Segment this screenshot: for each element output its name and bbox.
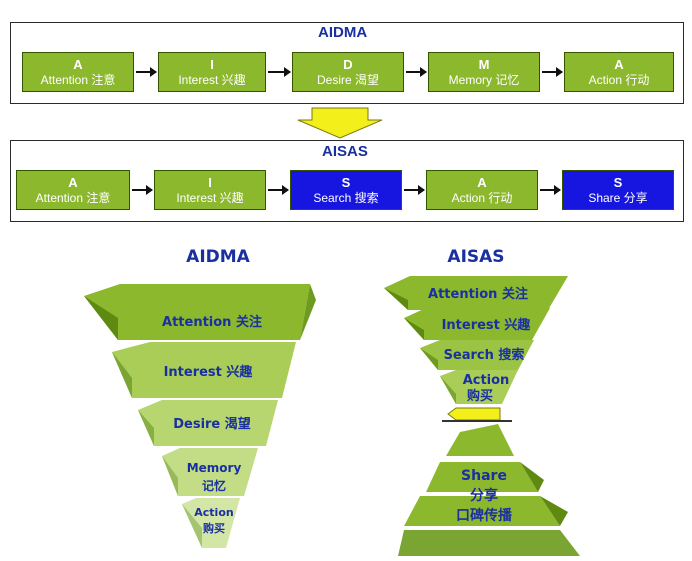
step-label: Action 行动 [588,72,650,87]
step-label: Share 分享 [588,190,648,205]
aisas-label-action: Action [463,373,510,388]
aidma-level-action [182,498,240,548]
step-letter: D [343,56,353,72]
step-letter: A [477,174,487,190]
aisas-step-search: S Search 搜索 [290,170,402,210]
flow-arrow [404,185,425,195]
step-letter: S [341,174,351,190]
aisas-label-share-cn: 分享 [470,487,498,504]
aidma-step-interest: I Interest 兴趣 [158,52,266,92]
aisas-level-interest [404,308,550,340]
flow-arrow [540,185,561,195]
aidma-level-desire [138,400,278,446]
aidma-level-memory [162,448,258,496]
aisas-step-action: A Action 行动 [426,170,538,210]
aidma-level-attention [84,284,316,340]
aidma-level-interest [112,342,296,398]
aidma-step-attention: A Attention 注意 [22,52,134,92]
flow-arrow [132,185,153,195]
aidma-flow-title: AIDMA [318,24,368,41]
flow-arrow [268,185,289,195]
step-label: Search 搜索 [313,190,379,205]
flow-arrow [268,67,291,77]
aidma-step-memory: M Memory 记忆 [428,52,540,92]
aidma-label-memory: Memory [187,461,242,475]
aidma-step-action: A Action 行动 [564,52,674,92]
aisas-step-attention: A Attention 注意 [16,170,130,210]
step-letter: S [613,174,623,190]
step-letter: A [614,56,624,72]
aisas-level-base [398,530,580,556]
flow-arrow [542,67,563,77]
step-letter: I [208,174,212,190]
aisas-flow-title: AISAS [322,143,368,160]
aisas-level-share [426,462,544,492]
flow-arrow [406,67,427,77]
aidma-funnel-title: AIDMA [186,247,251,267]
aidma-label-desire: Desire 渴望 [173,416,251,432]
step-label: Action 行动 [451,190,513,205]
aidma-label-interest: Interest 兴趣 [164,364,254,380]
aidma-label-action: Action [194,506,233,519]
aisas-level-share-top [446,424,514,456]
step-label: Memory 记忆 [448,72,520,87]
step-letter: A [68,174,78,190]
step-label: Interest 兴趣 [178,72,246,87]
aidma-step-desire: D Desire 渴望 [292,52,404,92]
aidma-label-attention: Attention 关注 [162,314,262,330]
step-letter: A [73,56,83,72]
aidma-label-action-cn: 购买 [203,521,225,535]
aisas-label-share: Share [461,468,507,484]
step-label: Attention 注意 [35,190,111,205]
flow-arrow [136,67,157,77]
aisas-level-action [440,370,518,404]
step-label: Attention 注意 [40,72,116,87]
aisas-transition-arrow [442,407,512,422]
aisas-label-action-cn: 购买 [467,388,493,404]
aisas-label-word-of-mouth: 口碑传播 [456,507,513,524]
aisas-funnel-title: AISAS [447,247,504,267]
aisas-level-search [420,340,534,370]
aisas-label-attention: Attention 关注 [428,286,528,302]
step-letter: I [210,56,214,72]
step-label: Interest 兴趣 [176,190,244,205]
step-letter: M [478,56,490,72]
aisas-label-interest: Interest 兴趣 [442,317,532,333]
aisas-step-interest: I Interest 兴趣 [154,170,266,210]
step-label: Desire 渴望 [316,72,379,87]
aidma-label-memory-cn: 记忆 [202,478,226,493]
aisas-label-search: Search 搜索 [444,347,525,363]
aisas-level-word-of-mouth [404,496,568,526]
aisas-level-attention [384,276,568,310]
transition-down-arrow [297,107,383,139]
aisas-step-share: S Share 分享 [562,170,674,210]
